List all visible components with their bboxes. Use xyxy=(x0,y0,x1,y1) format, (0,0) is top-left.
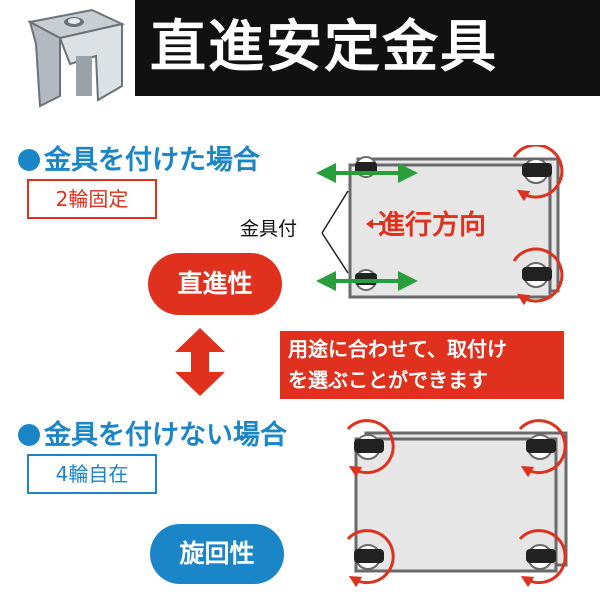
bracket-attached-label: 金具付 xyxy=(240,218,298,240)
swivel-caster-icon xyxy=(512,247,564,306)
four-wheel-swivel-badge: 4輪自在 xyxy=(27,454,157,494)
usage-note-line-2: を選ぶことができます xyxy=(288,368,488,392)
cart-body xyxy=(348,163,552,299)
bullet-icon xyxy=(18,149,40,171)
bullet-icon xyxy=(18,424,40,446)
two-wheel-fixed-badge: 2輪固定 xyxy=(27,179,157,219)
page-title: 直進安定金具 xyxy=(150,15,498,80)
header-title-band xyxy=(135,0,600,96)
usage-note-box: 用途に合わせて、取付け を選ぶことができます xyxy=(280,331,564,399)
double-arrow-icon xyxy=(175,328,225,396)
with-bracket-heading: 金具を付けた場合 xyxy=(18,138,260,177)
left-arrow-icon xyxy=(366,219,384,229)
usage-note-line-1: 用途に合わせて、取付け xyxy=(288,337,507,361)
swivel-caster-icon xyxy=(346,529,395,588)
travel-direction-label: 進行方向 xyxy=(378,210,486,241)
swivel-caster-icon xyxy=(512,145,564,202)
turning-pill: 旋回性 xyxy=(150,524,284,584)
cart-without-bracket-diagram xyxy=(346,419,568,588)
straightness-pill: 直進性 xyxy=(148,253,282,315)
swivel-caster-icon xyxy=(518,419,567,478)
with-bracket-heading-text: 金具を付けた場合 xyxy=(44,145,260,176)
cart-body xyxy=(354,437,558,573)
without-bracket-heading: 金具を付けない場合 xyxy=(18,413,287,452)
cart-with-bracket-diagram xyxy=(316,145,564,306)
swivel-caster-icon xyxy=(346,419,395,478)
without-bracket-heading-text: 金具を付けない場合 xyxy=(44,420,287,451)
swivel-caster-icon xyxy=(518,529,567,588)
bracket-product-image xyxy=(0,0,135,110)
